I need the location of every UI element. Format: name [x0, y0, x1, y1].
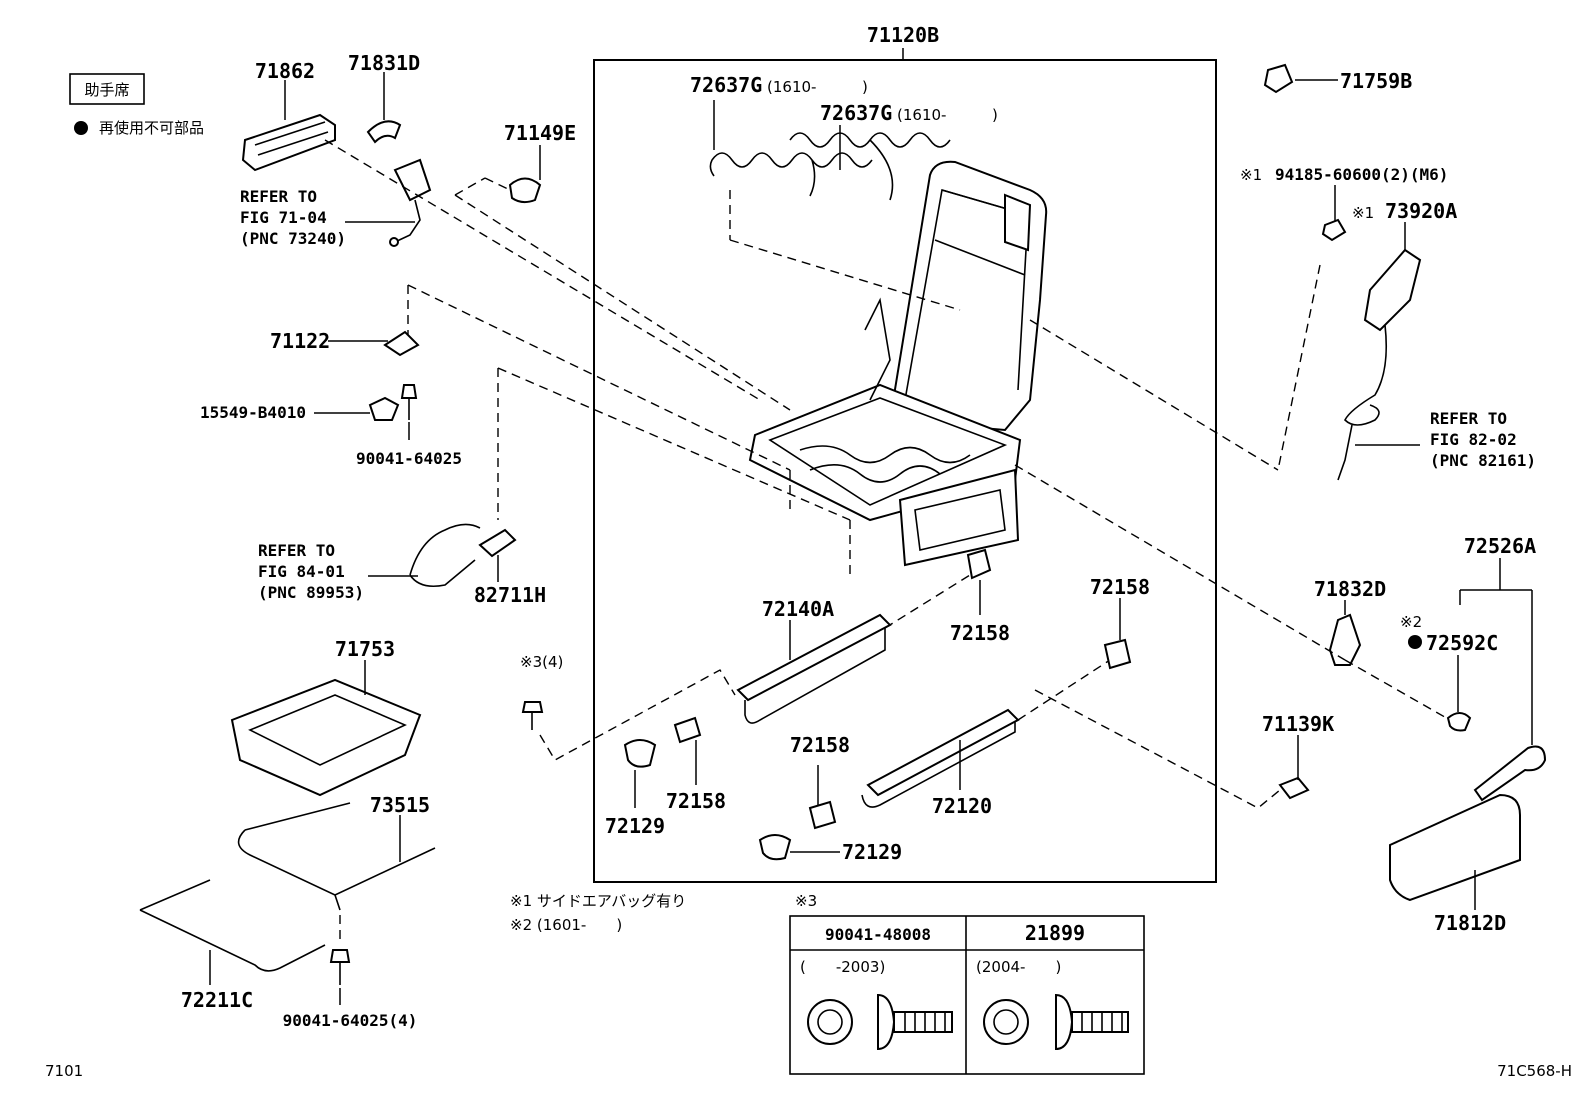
knob-71759B-drawing — [1263, 63, 1294, 94]
ref2-line2[interactable]: FIG 84-01 — [258, 562, 345, 581]
label-72158-d[interactable]: 72158 — [790, 733, 850, 757]
bolt-21899-drawing — [983, 993, 1129, 1051]
spring-72637G-a — [709, 152, 873, 197]
note-1: ※1 サイドエアバッグ有り — [510, 892, 686, 910]
part-71862-drawing — [241, 113, 336, 172]
page-code: 7101 — [45, 1062, 83, 1080]
bolt-90041-64025-4-drawing — [329, 915, 351, 985]
part-71149E-drawing — [508, 177, 542, 204]
label-71862[interactable]: 71862 — [255, 59, 315, 83]
rod-72211C-drawing — [139, 879, 326, 972]
label-71812D[interactable]: 71812D — [1434, 911, 1506, 935]
bracket-72158-b-drawing — [1103, 638, 1132, 670]
label-72211C[interactable]: 72211C — [181, 988, 253, 1012]
label-82711H[interactable]: 82711H — [474, 583, 546, 607]
label-72140A[interactable]: 72140A — [762, 597, 834, 621]
table-range-2: (2004- ) — [976, 958, 1061, 976]
clip-72592C-drawing — [1446, 712, 1472, 732]
label-72637G-b-note: (1610- — [897, 106, 946, 124]
buckle-drawing — [389, 158, 432, 247]
non-reusable-bullet-icon — [74, 121, 88, 135]
label-15549-B4010[interactable]: 15549-B4010 — [200, 403, 306, 422]
bolt-table: 90041-48008 21899 ( -2003) (2004- ) — [789, 915, 1145, 1075]
cover-71812D-drawing — [1389, 793, 1521, 902]
label-71759B[interactable]: 71759B — [1340, 69, 1412, 93]
label-72637G-a[interactable]: 72637G — [690, 73, 762, 97]
label-bolt-note-3[interactable]: ※3(4) — [520, 653, 563, 671]
non-reusable-note: 再使用不可部品 — [99, 119, 204, 137]
label-72526A[interactable]: 72526A — [1464, 534, 1536, 558]
part-71832D-drawing — [1328, 613, 1362, 666]
clip-72129-b-drawing — [758, 834, 792, 861]
airbag-73920A-drawing — [1337, 248, 1422, 481]
table-header-21899[interactable]: 21899 — [1025, 921, 1085, 945]
label-71122[interactable]: 71122 — [270, 329, 330, 353]
part-15549-drawing — [368, 396, 400, 421]
label-72637G-b[interactable]: 72637G — [820, 101, 892, 125]
lever-72526A-drawing — [1473, 745, 1547, 802]
bolt-note3-drawing — [521, 701, 544, 730]
ref1-line2[interactable]: FIG 71-04 — [240, 208, 327, 227]
label-71120B[interactable]: 71120B — [867, 23, 939, 47]
figure-code: 71C568-H — [1497, 1062, 1572, 1080]
passenger-seat-tag: 助手席 — [84, 81, 129, 99]
part-71139K-drawing — [1278, 776, 1310, 800]
label-72158-c[interactable]: 72158 — [666, 789, 726, 813]
mark-94185: ※1 — [1240, 166, 1262, 184]
spring-72637G-b — [789, 132, 951, 201]
label-72129-b[interactable]: 72129 — [842, 840, 902, 864]
non-reusable-72592C-icon — [1408, 635, 1422, 649]
bracket-72158-c-drawing — [673, 716, 702, 744]
part-71831D-drawing — [366, 120, 402, 144]
label-71139K[interactable]: 71139K — [1262, 712, 1334, 736]
label-90041-64025[interactable]: 90041-64025 — [356, 449, 462, 468]
ref2-line1: REFER TO — [258, 541, 335, 560]
ref3-line2[interactable]: FIG 82-02 — [1430, 430, 1517, 449]
ref1-line3: (PNC 73240) — [240, 229, 346, 248]
seat-frame-assembly-box — [593, 59, 1217, 883]
mark-73920A: ※1 — [1352, 204, 1374, 222]
label-72158-b[interactable]: 72158 — [1090, 575, 1150, 599]
mark-72592C: ※2 — [1400, 613, 1422, 631]
label-72592C[interactable]: 72592C — [1426, 631, 1498, 655]
label-90041-64025-4[interactable]: 90041-64025(4) — [283, 1011, 418, 1030]
bracket-72158-a-drawing — [966, 548, 992, 580]
label-72637G-b-close: ) — [992, 106, 998, 124]
part-71122-drawing — [383, 330, 420, 357]
label-72120[interactable]: 72120 — [932, 794, 992, 818]
rail-72140A-drawing — [736, 613, 892, 724]
label-73920A[interactable]: 73920A — [1385, 199, 1457, 223]
bolt-90041-48008-drawing — [807, 993, 953, 1051]
label-72129-a[interactable]: 72129 — [605, 814, 665, 838]
table-range-1: ( -2003) — [800, 958, 885, 976]
label-71753[interactable]: 71753 — [335, 637, 395, 661]
clip-72129-a-drawing — [623, 739, 657, 768]
label-73515[interactable]: 73515 — [370, 793, 430, 817]
wire-73515-drawing — [237, 802, 436, 911]
bolt-90041-64025-drawing — [400, 384, 418, 420]
ref3-line1: REFER TO — [1430, 409, 1507, 428]
ref1-line1: REFER TO — [240, 187, 317, 206]
ref2-line3: (PNC 89953) — [258, 583, 364, 602]
label-94185-60600[interactable]: 94185-60600(2)(M6) — [1275, 165, 1448, 184]
note-2: ※2 (1601- ) — [510, 916, 622, 934]
label-72637G-a-close: ) — [862, 78, 868, 96]
harness-82711H-drawing — [409, 523, 517, 588]
label-71831D[interactable]: 71831D — [348, 51, 420, 75]
label-71832D[interactable]: 71832D — [1314, 577, 1386, 601]
nut-94185-drawing — [1321, 218, 1347, 242]
bracket-72158-d-drawing — [808, 800, 837, 830]
seat-frame-drawing — [748, 160, 1048, 567]
label-72637G-a-note: (1610- — [767, 78, 816, 96]
label-72158-a[interactable]: 72158 — [950, 621, 1010, 645]
rail-72120-drawing — [861, 708, 1020, 808]
ref3-line3: (PNC 82161) — [1430, 451, 1536, 470]
note-3-title: ※3 — [795, 892, 817, 910]
table-header-90041-48008[interactable]: 90041-48008 — [825, 925, 931, 944]
passenger-seat-tag-box — [69, 73, 145, 105]
tray-71753-drawing — [230, 678, 422, 797]
label-71149E[interactable]: 71149E — [504, 121, 576, 145]
